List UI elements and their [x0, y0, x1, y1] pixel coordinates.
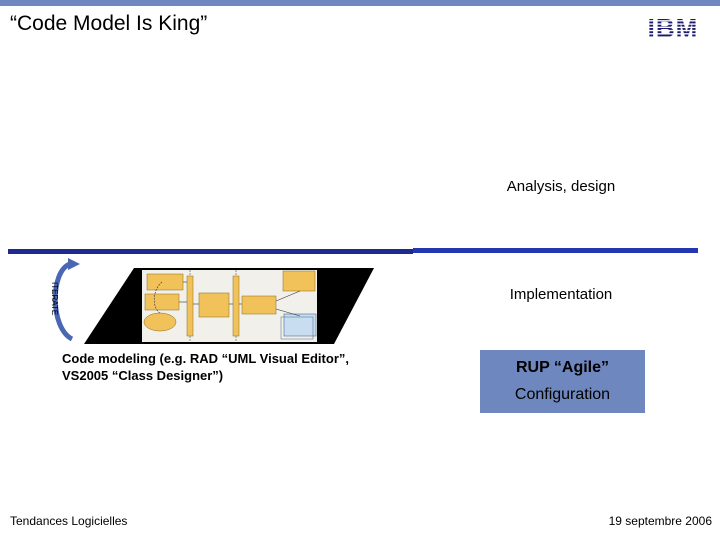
footer-title: Tendances Logicielles	[10, 514, 128, 528]
code-modeling-caption: Code modeling (e.g. RAD “UML Visual Edit…	[62, 350, 392, 384]
ibm-logo-text: IBM	[648, 15, 699, 41]
rup-agile-label: RUP “Agile”	[515, 359, 610, 376]
ibm-logo: IBM	[648, 15, 699, 41]
implementation-label: Implementation	[509, 286, 613, 303]
configuration-label: Configuration	[514, 386, 611, 403]
rup-configuration-box: RUP “Agile” Configuration	[480, 350, 645, 413]
diagram-node	[283, 313, 317, 337]
diagram-node	[146, 273, 184, 291]
phase-divider-left	[8, 249, 413, 254]
footer-date: 19 septembre 2006	[608, 514, 712, 528]
code-model-diagram: ITERATE	[50, 258, 374, 344]
diagram-node	[282, 270, 316, 292]
iterate-arrowhead-icon	[68, 258, 80, 270]
diagram-node	[144, 293, 180, 311]
top-accent-bar	[0, 0, 720, 6]
diagram-node	[241, 295, 277, 315]
caption-line-2: VS2005 “Class Designer”)	[62, 368, 224, 383]
activation-bar	[186, 275, 194, 337]
diagram-node	[198, 292, 230, 318]
slide-title: “Code Model Is King”	[10, 12, 208, 35]
caption-line-1: Code modeling (e.g. RAD “UML Visual Edit…	[62, 351, 349, 366]
analysis-design-label: Analysis, design	[506, 178, 616, 195]
iterate-arrow-icon	[52, 261, 74, 342]
diagram-node	[143, 312, 177, 332]
activation-bar	[232, 275, 240, 337]
phase-divider-right	[413, 248, 698, 253]
iterate-label: ITERATE	[50, 282, 59, 315]
